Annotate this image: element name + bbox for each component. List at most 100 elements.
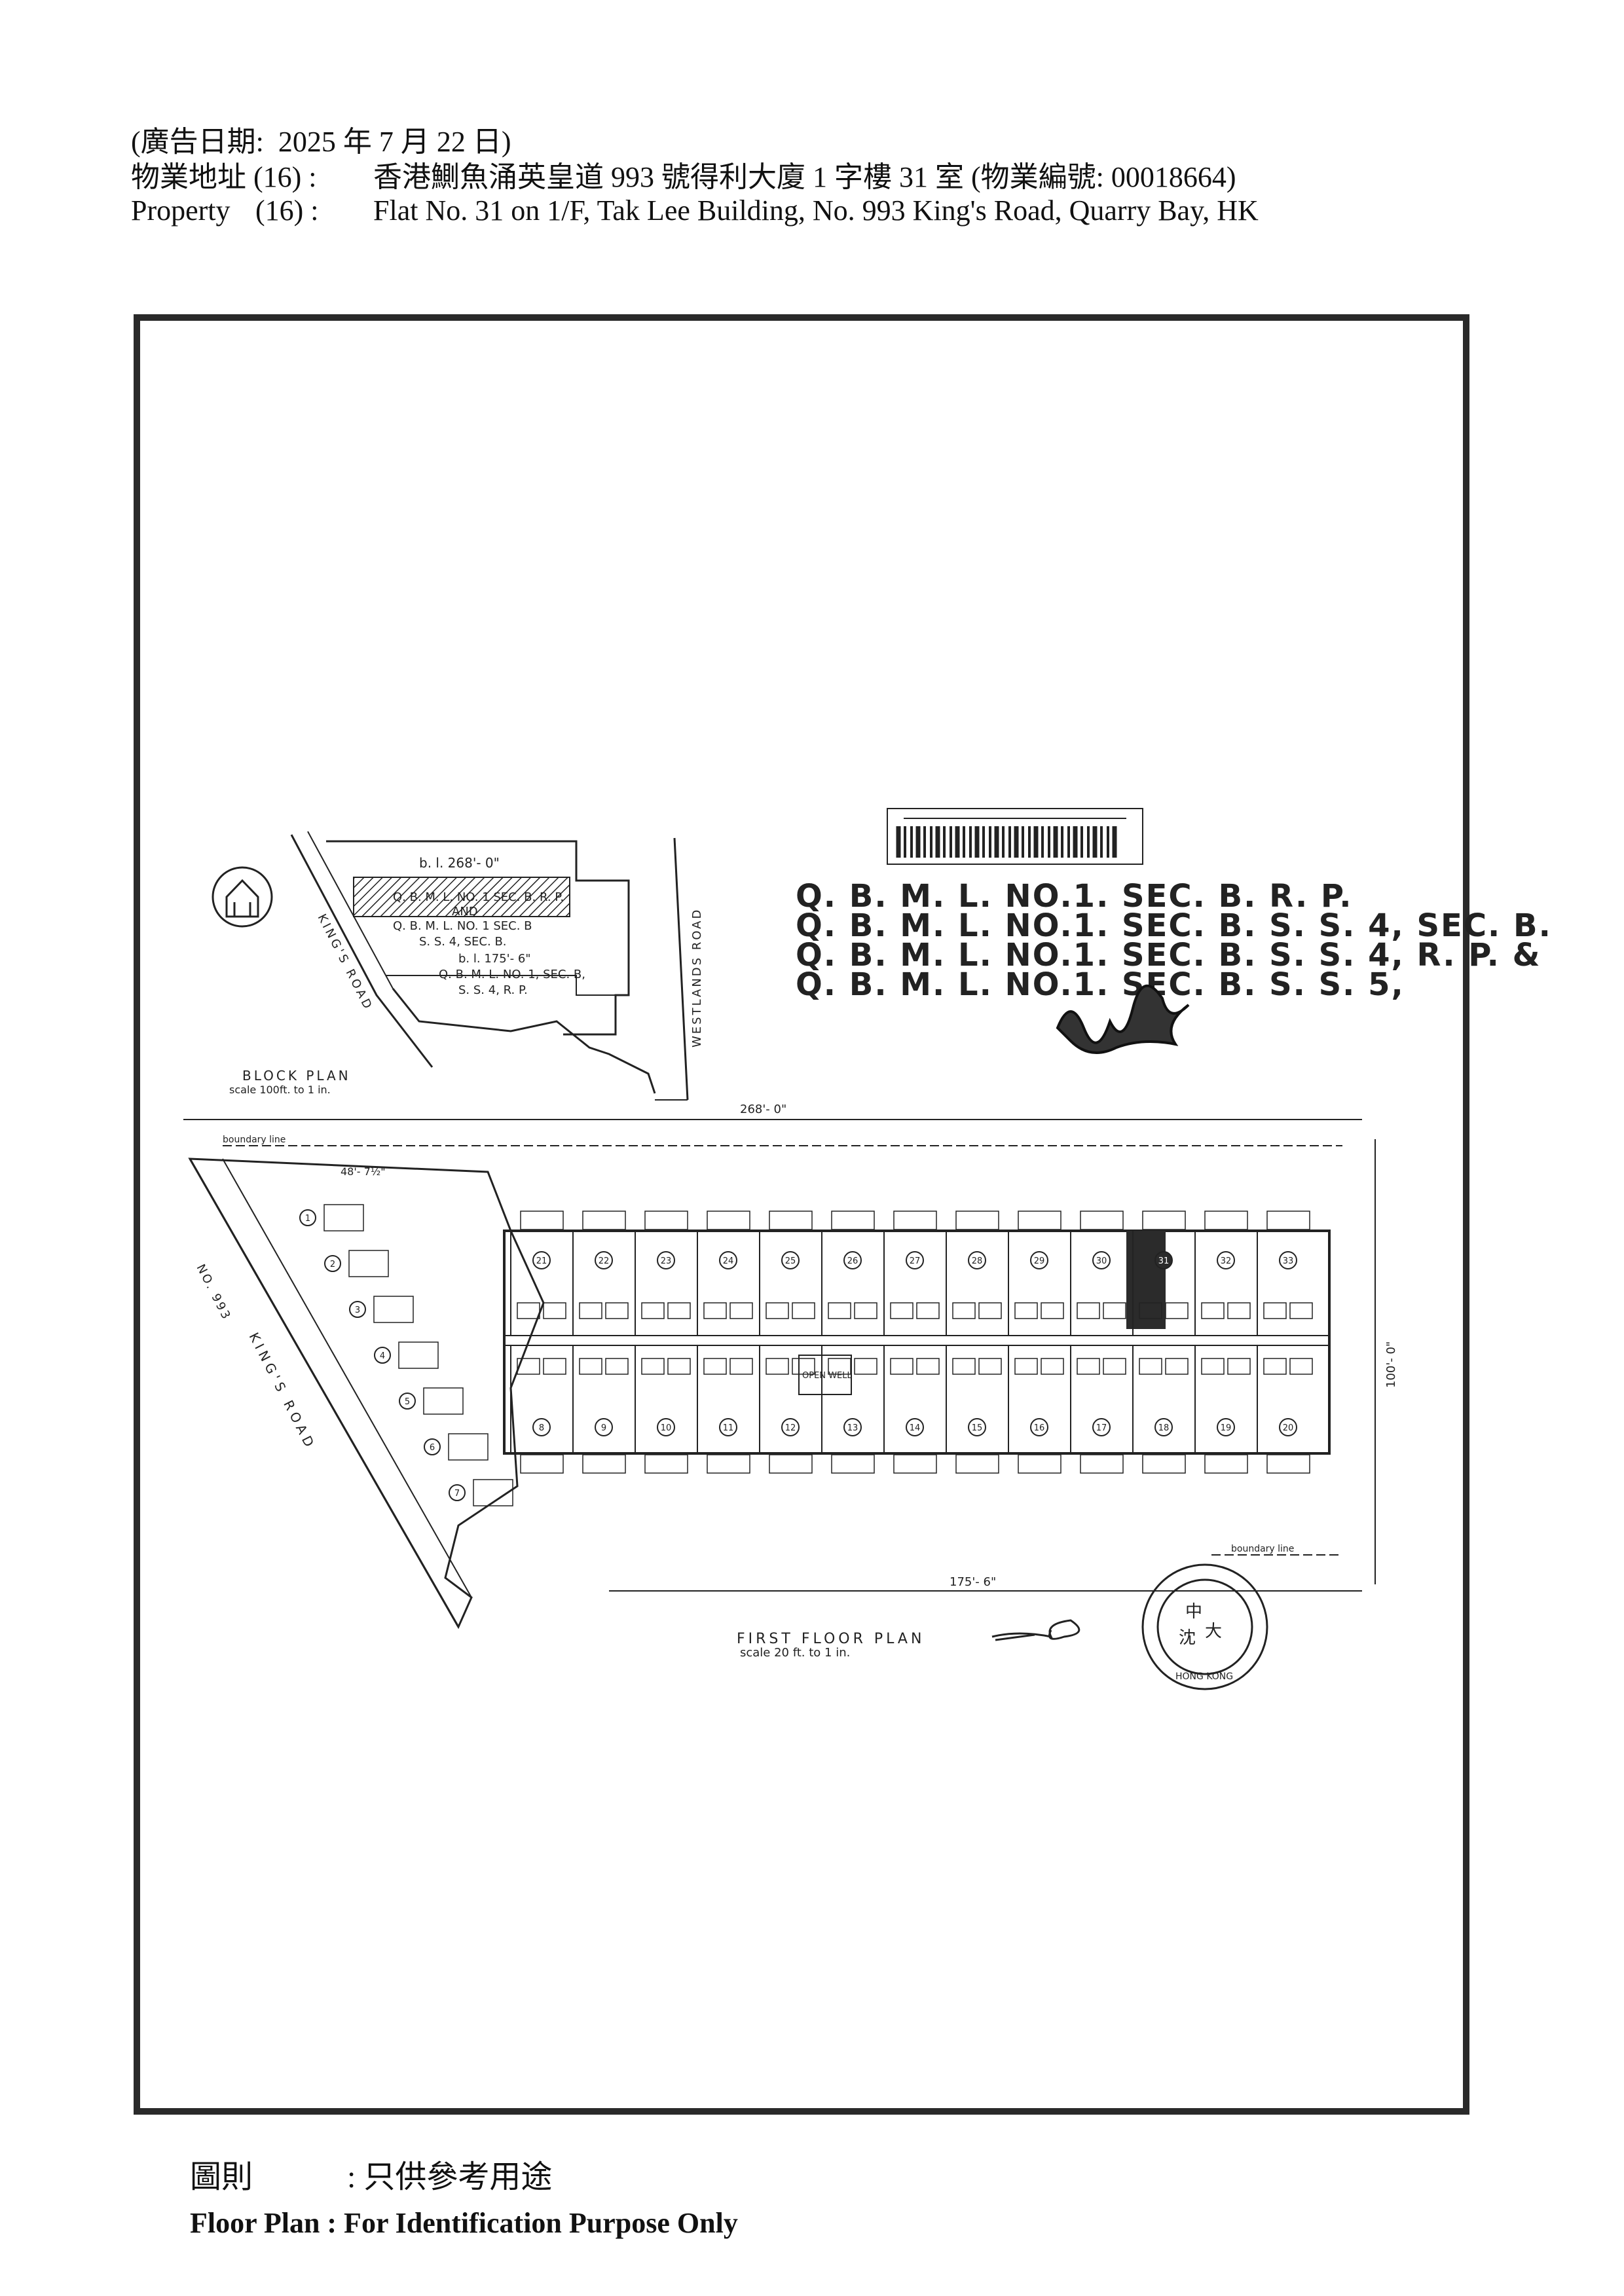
room-box bbox=[517, 1302, 540, 1319]
flat-marker bbox=[595, 1251, 613, 1269]
flat-marker bbox=[657, 1251, 675, 1269]
room-box bbox=[792, 1358, 815, 1375]
room-box bbox=[517, 1358, 540, 1375]
room-box bbox=[667, 1358, 691, 1375]
balcony bbox=[1080, 1211, 1124, 1230]
room-box bbox=[890, 1302, 913, 1319]
dim-top: 268'- 0" bbox=[740, 1102, 786, 1116]
balcony bbox=[831, 1454, 875, 1474]
flat-number: 32 bbox=[1221, 1256, 1232, 1266]
flat-number: 25 bbox=[785, 1256, 796, 1266]
room-box bbox=[952, 1358, 976, 1375]
room-box bbox=[605, 1358, 629, 1375]
flat-marker bbox=[781, 1251, 800, 1269]
room-box bbox=[1227, 1302, 1251, 1319]
ad-date-line: (廣告日期: 2025 年 7 月 22 日) bbox=[131, 124, 511, 160]
first-floor-scale: scale 20 ft. to 1 in. bbox=[740, 1646, 850, 1660]
balcony bbox=[520, 1454, 564, 1474]
address-value: 香港鰂魚涌英皇道 993 號得利大廈 1 字樓 31 室 (物業編號: 0001… bbox=[373, 161, 1236, 193]
room-box bbox=[448, 1433, 489, 1461]
balcony bbox=[1204, 1454, 1248, 1474]
flat-marker bbox=[906, 1251, 924, 1269]
room-box bbox=[978, 1358, 1002, 1375]
ad-date-value: 2025 年 7 月 22 日) bbox=[278, 126, 511, 158]
balcony bbox=[1142, 1211, 1186, 1230]
flat-marker bbox=[843, 1251, 862, 1269]
flat-number: 13 bbox=[847, 1423, 858, 1433]
room-box bbox=[543, 1358, 566, 1375]
balcony bbox=[582, 1454, 626, 1474]
property-label: Property bbox=[131, 194, 231, 227]
flat-marker bbox=[1217, 1251, 1235, 1269]
room-box bbox=[952, 1302, 976, 1319]
dim-left-block: 48'- 7½" bbox=[341, 1165, 386, 1178]
room-box bbox=[1165, 1302, 1189, 1319]
flat-marker bbox=[843, 1418, 862, 1436]
balcony bbox=[893, 1211, 937, 1230]
flat-marker bbox=[324, 1255, 341, 1272]
svg-text:中: 中 bbox=[1185, 1602, 1202, 1622]
room-box bbox=[1014, 1302, 1038, 1319]
room-box bbox=[854, 1358, 877, 1375]
room-box bbox=[978, 1302, 1002, 1319]
lot-description: Q. B. M. L. NO.1. SEC. B. R. P. Q. B. M.… bbox=[796, 878, 1551, 1003]
block-lot-3: S. S. 4, SEC. B. bbox=[419, 935, 507, 949]
room-box bbox=[605, 1302, 629, 1319]
property-line: Property(16) :Flat No. 31 on 1/F, Tak Le… bbox=[131, 193, 1259, 228]
flat-number: 17 bbox=[1096, 1423, 1107, 1433]
flat-number: 26 bbox=[847, 1256, 858, 1266]
flat-number: 16 bbox=[1034, 1423, 1045, 1433]
room-box bbox=[1263, 1358, 1287, 1375]
block-lot-and: AND bbox=[452, 905, 478, 919]
room-box bbox=[1165, 1358, 1189, 1375]
flat-marker bbox=[968, 1251, 986, 1269]
block-plan-scale: scale 100ft. to 1 in. bbox=[229, 1084, 331, 1096]
balcony bbox=[520, 1211, 564, 1230]
flat-marker bbox=[532, 1418, 551, 1436]
svg-text:沈: 沈 bbox=[1179, 1628, 1196, 1648]
first-floor-plan: 268'- 0" 100'- 0" 175'- 6" boundary line… bbox=[183, 1102, 1398, 1630]
room-box bbox=[916, 1358, 940, 1375]
address-label: 物業地址 bbox=[131, 161, 246, 193]
block-lot-5: S. S. 4, R. P. bbox=[458, 983, 528, 997]
flat-number: 7 bbox=[454, 1489, 460, 1499]
flat-marker bbox=[719, 1418, 737, 1436]
balcony bbox=[955, 1211, 999, 1230]
balcony bbox=[769, 1454, 813, 1474]
room-box bbox=[890, 1358, 913, 1375]
barcode bbox=[887, 808, 1143, 865]
room-box bbox=[828, 1302, 851, 1319]
flat-number: 1 bbox=[305, 1214, 310, 1224]
flat-number: 15 bbox=[972, 1423, 983, 1433]
balcony bbox=[769, 1211, 813, 1230]
svg-text:大: 大 bbox=[1205, 1622, 1222, 1641]
flat-marker bbox=[1092, 1418, 1111, 1436]
flat-marker bbox=[719, 1251, 737, 1269]
flat-marker bbox=[1030, 1418, 1048, 1436]
plan-label-zh: 圖則 bbox=[190, 2160, 253, 2195]
room-box bbox=[348, 1250, 389, 1277]
flat-marker bbox=[1154, 1418, 1173, 1436]
room-box bbox=[423, 1387, 464, 1415]
flat-number: 19 bbox=[1221, 1423, 1232, 1433]
flat-marker bbox=[374, 1347, 391, 1364]
flat-marker bbox=[1092, 1251, 1111, 1269]
room-box bbox=[792, 1302, 815, 1319]
flat-number: 3 bbox=[355, 1305, 360, 1315]
room-box bbox=[916, 1302, 940, 1319]
room-box bbox=[1103, 1302, 1126, 1319]
block-plan-title: BLOCK PLAN bbox=[242, 1068, 351, 1084]
flat-number: 10 bbox=[661, 1423, 672, 1433]
dim-bottom: 175'- 6" bbox=[950, 1575, 996, 1589]
flat-marker bbox=[595, 1418, 613, 1436]
room-box bbox=[729, 1358, 753, 1375]
balcony bbox=[1266, 1454, 1310, 1474]
no-993-label: NO. 993 bbox=[194, 1262, 234, 1323]
flat-marker bbox=[532, 1251, 551, 1269]
flat-marker bbox=[1030, 1251, 1048, 1269]
block-plan: b. l. 268'- 0" Q. B. M. L. NO. 1 SEC. B.… bbox=[212, 831, 704, 1101]
balcony bbox=[707, 1211, 750, 1230]
boundary-line-top: boundary line bbox=[223, 1135, 286, 1145]
westlands-road-label: WESTLANDS ROAD bbox=[690, 908, 704, 1048]
flat-marker bbox=[1154, 1251, 1173, 1269]
